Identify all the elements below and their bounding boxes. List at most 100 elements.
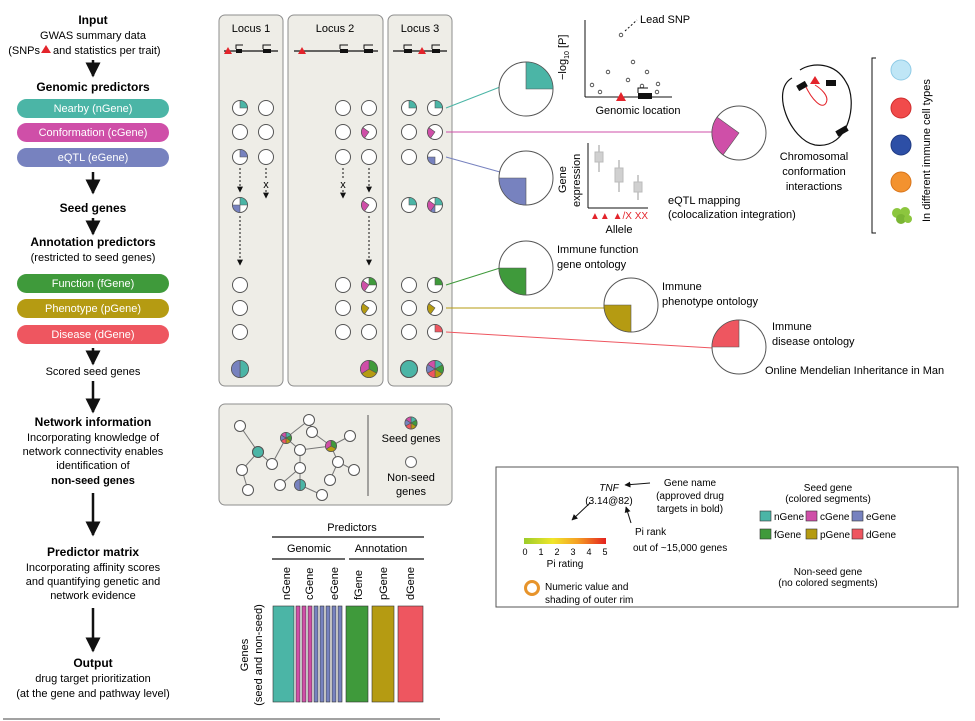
gene-pie (427, 100, 443, 116)
cell-icon (890, 97, 912, 119)
annot-sub: (restricted to seed genes) (31, 252, 156, 264)
matrix-column (301, 605, 307, 703)
seed-gene-legend-label2: (colored segments) (785, 494, 871, 505)
network-node (332, 456, 344, 468)
pill-eqtl (17, 148, 169, 167)
nonseed-node-icon (405, 456, 417, 468)
gene-pie (426, 360, 444, 378)
matrix-desc3: network evidence (50, 590, 136, 602)
svg-text:dGene: dGene (866, 530, 896, 541)
network-graph (234, 414, 360, 501)
snp-point (639, 83, 645, 89)
snp-point (597, 89, 603, 95)
matrix-title: Predictor matrix (47, 545, 139, 559)
immune-disease-label1: Immune (772, 321, 812, 333)
seed-gene-legend-pie (404, 416, 418, 430)
snp-triangle-icon (41, 45, 51, 53)
locus2-box (287, 14, 384, 387)
network-title: Network information (35, 415, 152, 429)
snp-point (630, 59, 636, 65)
network-node (294, 444, 306, 456)
svg-text:eGene: eGene (866, 512, 896, 523)
pill-nearby (17, 99, 169, 118)
immune-disease-label2: disease ontology (772, 336, 855, 348)
pill-nearby-label: Nearby (nGene) (54, 103, 133, 115)
lead-snp-marker (616, 92, 626, 101)
lead-snp-pointer (624, 19, 638, 32)
snp-point (589, 82, 595, 88)
matrix-column (345, 605, 369, 703)
legend-gene-name: TNF (599, 483, 619, 494)
matrix-column (337, 605, 343, 703)
network-node (234, 420, 246, 432)
matrix-column (371, 605, 395, 703)
input-desc2: (SNPs (8, 45, 40, 57)
gene-pie (427, 124, 443, 140)
loci-panel: Locus 1 Locus 2 Locus 3 (218, 14, 453, 387)
pi-tick: 1 (538, 547, 543, 557)
snp-point (605, 69, 611, 75)
gene-pie (335, 324, 351, 340)
snp-point (618, 32, 624, 38)
pill-function-label: Function (fGene) (52, 278, 135, 290)
chromosomal-label2: conformation (782, 166, 846, 178)
manhattan-plot: −log10 [P] Lead SNP Genomic location (557, 14, 690, 117)
network-node (316, 489, 328, 501)
genomic-location-label: Genomic location (596, 105, 681, 117)
gene-pie (232, 300, 248, 316)
eqtl-label2: (colocalization integration) (668, 209, 796, 221)
disease-pie (711, 319, 767, 375)
gene-pie (401, 324, 417, 340)
legend-swatch: cGene (805, 510, 850, 523)
locus1-box (218, 14, 284, 387)
cell-icon (892, 207, 912, 224)
pill-conformation-label: Conformation (cGene) (39, 127, 148, 139)
matrix-column-label: eGene (329, 567, 341, 600)
legend-swatch: dGene (851, 528, 896, 541)
cell-icon (890, 59, 912, 81)
connector-lines (445, 86, 718, 349)
output-desc1: drug target prioritization (35, 673, 151, 685)
predictor-pies (498, 61, 767, 375)
gene-pie (427, 324, 443, 340)
gene-pie (232, 100, 248, 116)
pill-disease-label: Disease (dGene) (51, 329, 134, 341)
seed-genes-label: Seed genes (382, 433, 441, 445)
matrix-column (272, 605, 295, 703)
pill-eqtl-label: eQTL (eGene) (58, 152, 129, 164)
pi-tick: 4 (586, 547, 591, 557)
legend-swatch: nGene (759, 510, 804, 523)
eqtl-box (633, 175, 643, 200)
immune-cells-label: In different immune cell types (921, 79, 933, 222)
eqtl-pie (498, 150, 554, 206)
gene-pie (401, 197, 417, 213)
gene-pie (361, 149, 377, 165)
matrix-column-label: dGene (405, 567, 417, 600)
chromosome-loop-diagram: Chromosomal conformation interactions (780, 64, 852, 193)
pi-tick: 0 (522, 547, 527, 557)
matrix-column-label: fGene (353, 570, 365, 600)
locus2-track (294, 44, 378, 54)
gene-pie (335, 124, 351, 140)
network-node (242, 484, 254, 496)
svg-text:fGene: fGene (774, 530, 802, 541)
allele-label: Allele (606, 224, 633, 236)
lead-snp-label: Lead SNP (640, 14, 690, 26)
gene-pie (401, 124, 417, 140)
pill-disease (17, 325, 169, 344)
gene-expression-label2: expression (571, 154, 583, 207)
svg-text:cGene: cGene (820, 512, 850, 523)
network-node (294, 462, 306, 474)
network-node (306, 426, 318, 438)
eqtl-boxes (594, 145, 643, 200)
gene-pie (361, 124, 377, 140)
gene-pie (258, 100, 274, 116)
legend-gene-name-note1: Gene name (664, 478, 717, 489)
cell-icon (890, 134, 912, 156)
function-pie (498, 240, 554, 296)
gene-pie (401, 149, 417, 165)
legend-swatch: fGene (759, 528, 802, 541)
immune-pheno-label2: phenotype ontology (662, 296, 759, 308)
matrix-column-label: cGene (304, 568, 316, 600)
nonseed-label1: Non-seed (387, 472, 435, 484)
